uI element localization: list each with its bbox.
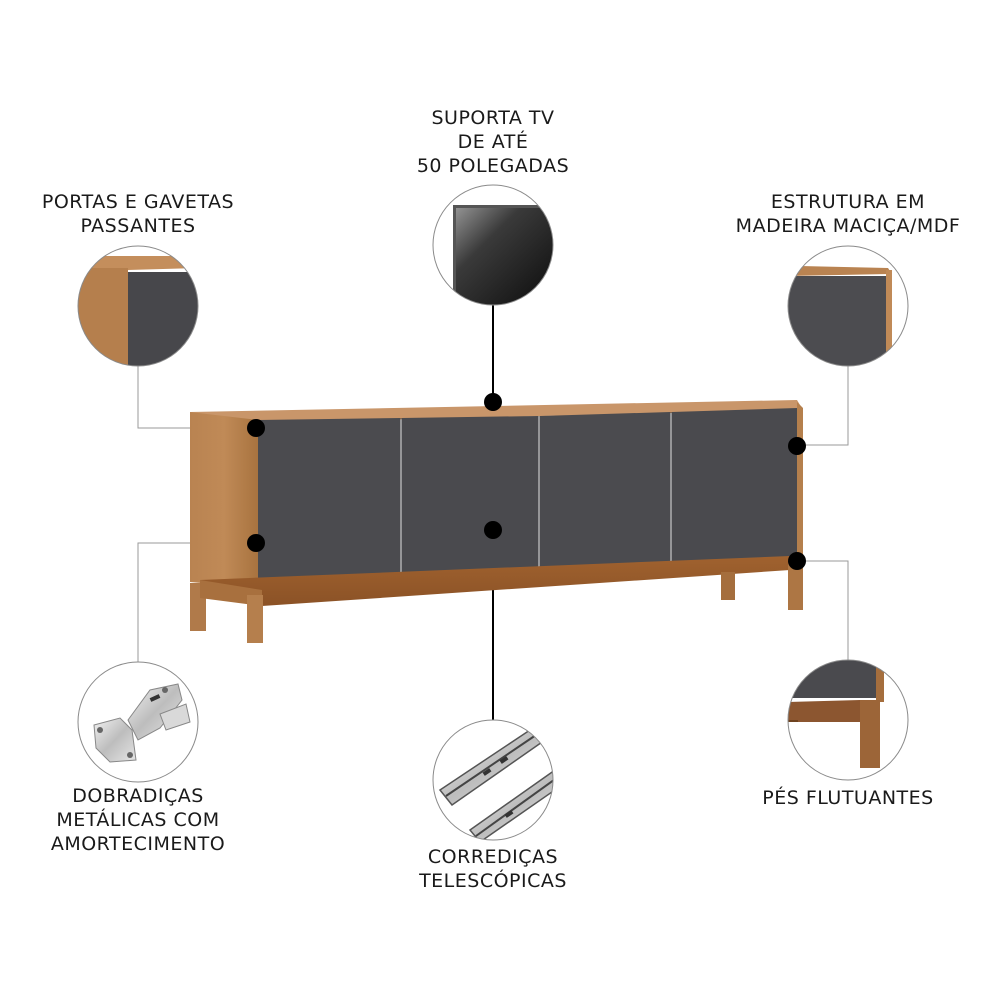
marker-slides <box>484 521 502 539</box>
marker-hinges <box>247 534 265 552</box>
marker-tv <box>484 393 502 411</box>
marker-feet <box>788 552 806 570</box>
tv-rack <box>190 400 803 643</box>
detail-circle-tv <box>432 184 554 306</box>
label-tv-support: SUPORTA TV DE ATÉ 50 POLEGADAS <box>416 107 570 177</box>
detail-circle-hinges <box>77 661 199 783</box>
feature-markers <box>247 393 806 570</box>
marker-doors-top <box>247 419 265 437</box>
detail-circle-feet <box>787 659 909 781</box>
detail-circle-doors <box>77 245 199 367</box>
label-hinges: DOBRADIÇAS METÁLICAS COM AMORTECIMENTO <box>50 785 226 855</box>
marker-structure <box>788 437 806 455</box>
detail-circle-structure <box>787 245 909 367</box>
label-slides: CORREDIÇAS TELESCÓPICAS <box>419 846 567 892</box>
label-floating-feet: PÉS FLUTUANTES <box>762 787 934 809</box>
detail-circle-slides <box>432 719 554 841</box>
label-doors-drawers: PORTAS E GAVETAS PASSANTES <box>41 191 235 237</box>
label-structure: ESTRUTURA EM MADEIRA MACIÇA/MDF <box>735 191 961 237</box>
